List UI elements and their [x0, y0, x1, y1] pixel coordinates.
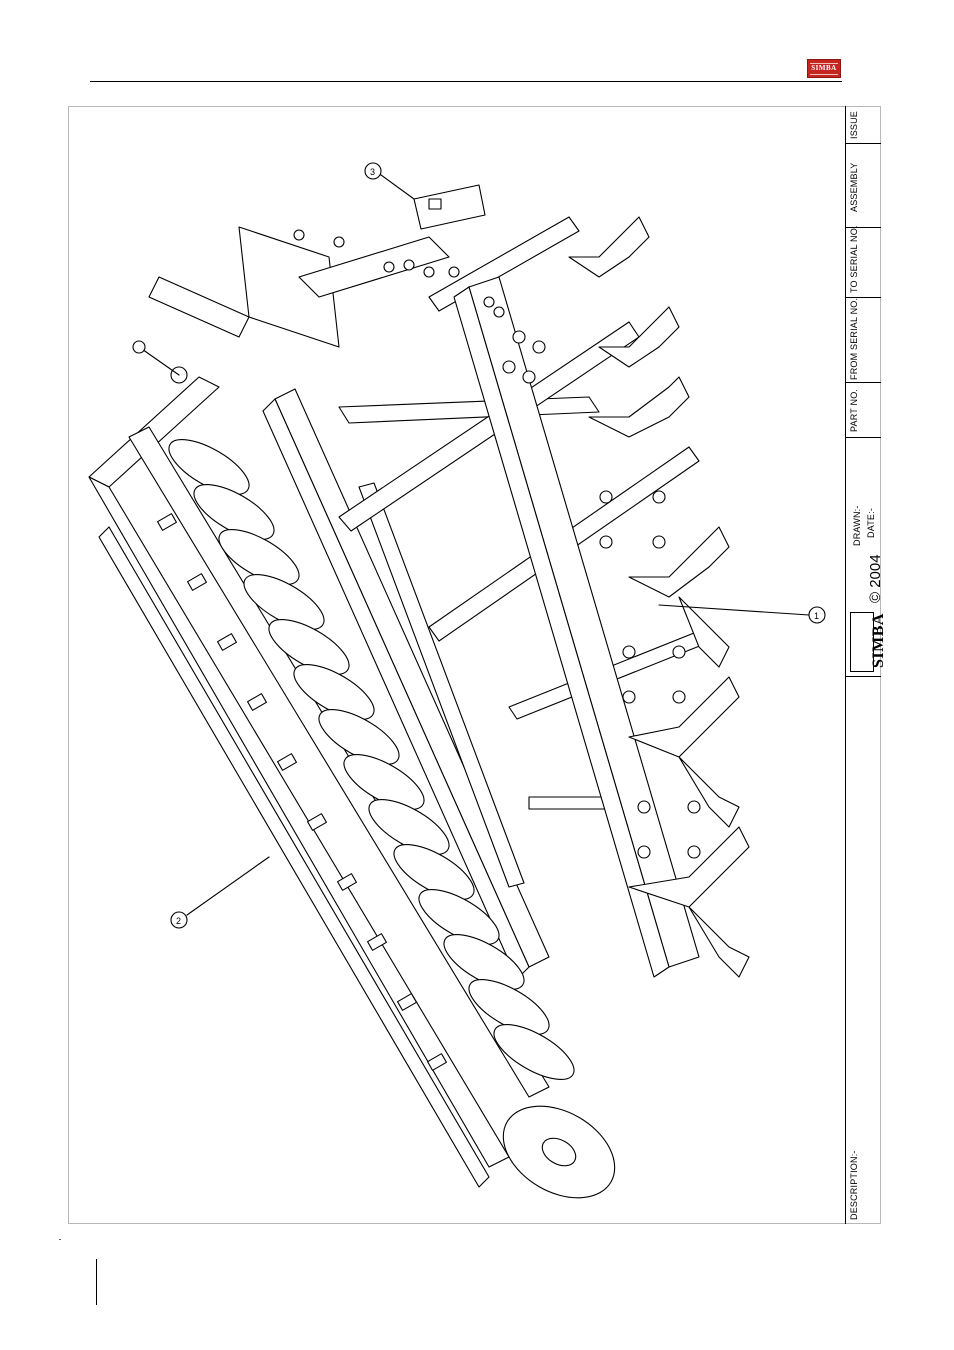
callout-3-label: 3 — [370, 167, 375, 177]
assembly-drawing: 1 2 3 — [69, 107, 845, 1223]
simba-stamp-text: SIMBA — [870, 613, 888, 668]
drawn-label: DRAWN:- — [852, 505, 862, 546]
callout-3: 3 — [365, 163, 381, 179]
logo-text: SIMBA — [808, 64, 840, 72]
from-serial-label: FROM SERIAL NO. — [849, 298, 859, 380]
assembly-label: ASSEMBLY — [849, 163, 859, 212]
manual-item — [381, 175, 485, 229]
callout-1-label: 1 — [814, 611, 819, 621]
title-block-rule — [845, 676, 881, 677]
header-rule — [90, 81, 842, 82]
title-block-rule — [845, 437, 881, 438]
simba-logo: SIMBA — [807, 59, 841, 78]
issue-label: ISSUE — [849, 111, 859, 139]
footer-rule — [96, 1259, 97, 1305]
date-label: DATE:- — [866, 508, 876, 538]
page-mark — [59, 1239, 61, 1240]
title-block-rule — [845, 382, 881, 383]
title-block-rule — [845, 143, 881, 144]
copyright-text: © 2004 — [867, 554, 884, 603]
title-block-divider — [845, 106, 846, 1224]
description-label: DESCRIPTION:- — [849, 1150, 859, 1220]
part-no-label: PART NO. — [849, 389, 859, 432]
headstock — [133, 227, 449, 383]
to-serial-label: TO SERIAL NO. — [849, 225, 859, 293]
callout-2: 2 — [171, 857, 269, 928]
callout-2-label: 2 — [176, 916, 181, 926]
